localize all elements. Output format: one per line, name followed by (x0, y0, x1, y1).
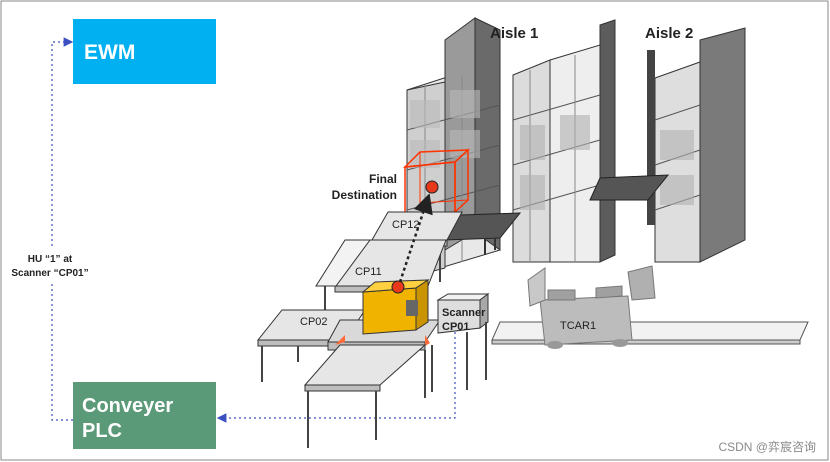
watermark: CSDN @弈宸咨询 (718, 439, 816, 454)
scanner-label-line2: CP01 (442, 321, 470, 333)
middle-rack (512, 19, 616, 263)
hu-marker (391, 280, 405, 294)
destination-label-line1: Final (369, 172, 397, 186)
aisle2-rack (647, 27, 746, 263)
tcar-label: TCAR1 (560, 320, 596, 332)
scanner-label-line1: Scanner (442, 307, 486, 319)
ewm-label: EWM (84, 41, 135, 64)
plc-box (73, 382, 216, 449)
ewm-box (73, 19, 216, 84)
destination-label-line2: Destination (332, 188, 397, 202)
plc-label-line1: Conveyer (82, 395, 173, 417)
hu-note-bg (8, 248, 100, 284)
tcar-rail (491, 321, 809, 341)
cp11-label: CP11 (355, 266, 382, 278)
cp11-side-rail (315, 239, 371, 287)
cp12-label: CP12 (392, 219, 420, 231)
hu-note-line2: Scanner “CP01” (11, 268, 88, 279)
hu-to-destination-path (398, 193, 433, 283)
aisle1-label: Aisle 1 (490, 25, 538, 42)
cp02-label: CP02 (300, 316, 328, 328)
destination-marker (425, 180, 439, 194)
conveyor-outfeed (303, 344, 427, 448)
plc-label-line2: PLC (82, 420, 122, 442)
plc-to-ewm-connector (51, 37, 74, 421)
scanner-to-plc-connector (216, 332, 456, 423)
aisle2-label: Aisle 2 (645, 25, 693, 42)
tcar-vehicle (527, 265, 656, 349)
hu-note-line1: HU “1” at (28, 254, 73, 265)
aisle2-fork (589, 174, 670, 201)
scanner-cp01 (436, 293, 490, 390)
